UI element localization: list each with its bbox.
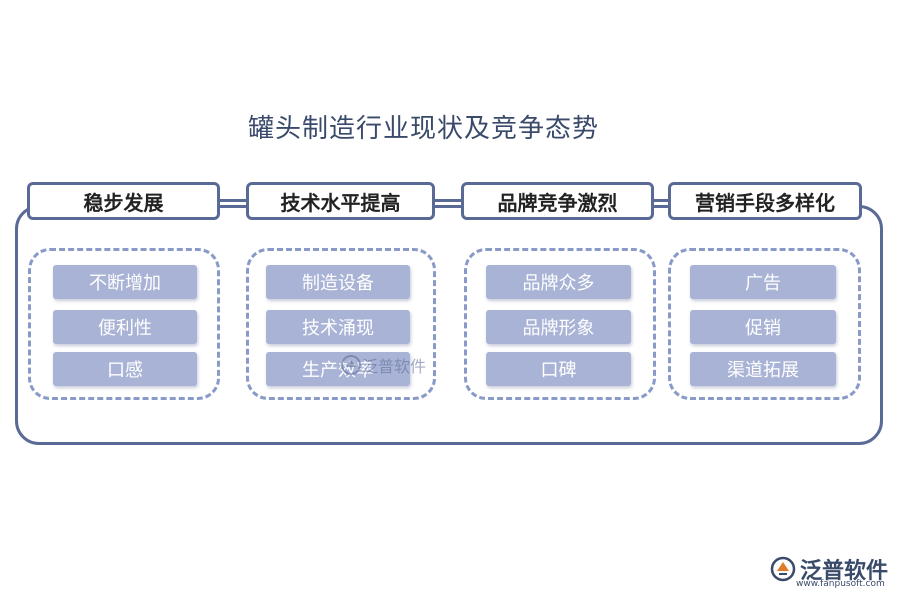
- group-4-item-1: 广告: [690, 265, 836, 299]
- category-header-3: 品牌竞争激烈: [461, 182, 654, 220]
- watermark-text: 泛普软件: [362, 357, 427, 376]
- category-header-1: 稳步发展: [27, 182, 220, 220]
- group-3-item-2: 品牌形象: [486, 310, 631, 344]
- connector-line: [220, 199, 246, 202]
- category-header-2: 技术水平提高: [246, 182, 435, 220]
- category-group-1: [28, 248, 220, 400]
- group-2-item-2: 技术涌现: [266, 310, 410, 344]
- group-1-item-3: 口感: [53, 352, 197, 386]
- watermark: 泛普软件: [340, 353, 426, 377]
- brand-logo: 泛普软件: [770, 553, 888, 585]
- group-3-item-3: 口碑: [486, 352, 631, 386]
- connector-line: [654, 199, 670, 202]
- group-2-item-3: 生产效率: [266, 352, 410, 386]
- group-2-item-1: 制造设备: [266, 265, 410, 299]
- group-1-item-1: 不断增加: [53, 265, 197, 299]
- category-group-3: [464, 248, 656, 400]
- diagram-title: 罐头制造行业现状及竞争态势: [248, 114, 600, 144]
- category-header-4: 营销手段多样化: [668, 182, 862, 220]
- group-4-item-2: 促销: [690, 310, 836, 344]
- brand-logo-icon: [770, 556, 796, 582]
- watermark-logo-icon: [341, 355, 361, 375]
- brand-logo-text: 泛普软件: [800, 559, 889, 584]
- brand-url: www.fanpusoft.com: [796, 579, 885, 589]
- group-4-item-3: 渠道拓展: [690, 352, 836, 386]
- group-1-item-2: 便利性: [53, 310, 197, 344]
- group-3-item-1: 品牌众多: [486, 265, 631, 299]
- connector-line: [435, 199, 463, 202]
- category-group-4: [668, 248, 861, 400]
- category-group-2: [246, 248, 436, 400]
